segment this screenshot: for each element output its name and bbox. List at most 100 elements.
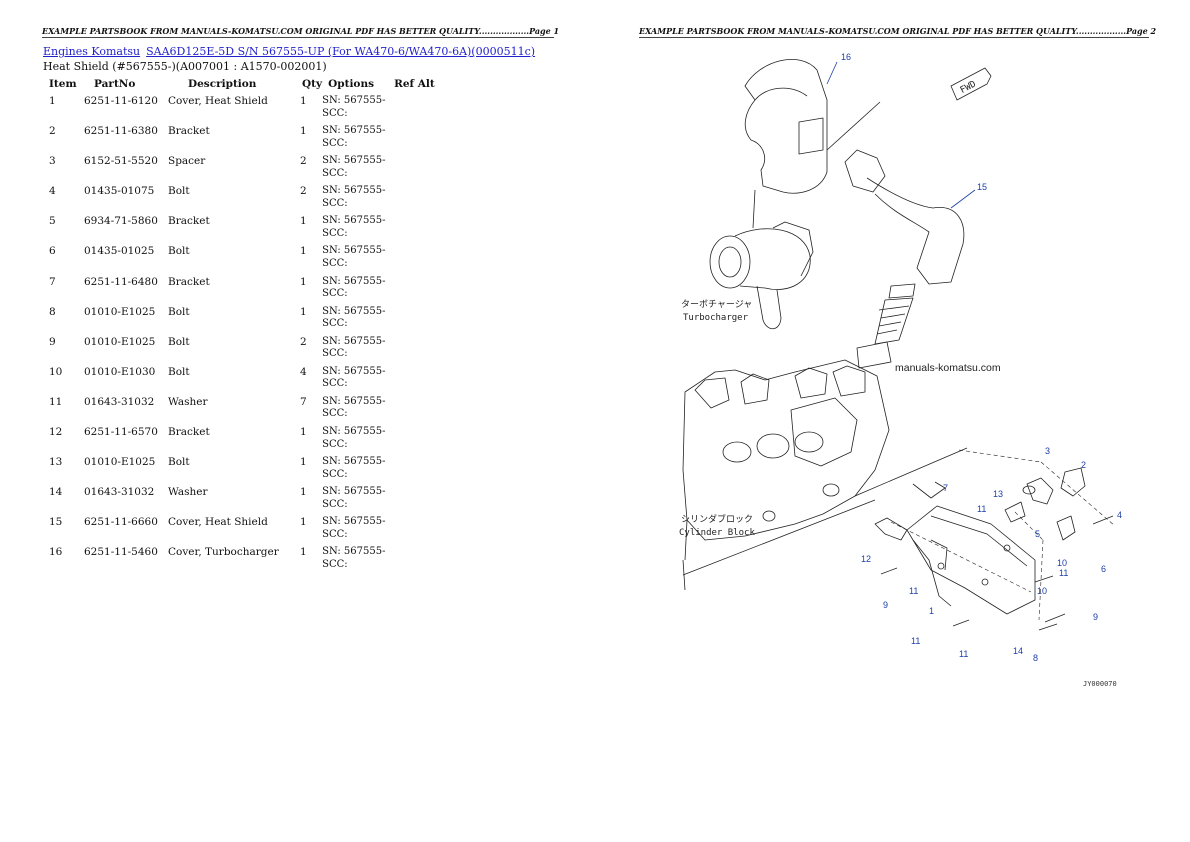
cell-qty: 1 <box>300 305 307 318</box>
parts-table-body: 1 6251-11-6120 Cover, Heat Shield 1 SN: … <box>43 95 444 577</box>
cell-qty: 2 <box>300 335 307 348</box>
cell-ref-alt <box>394 95 444 125</box>
cell-partno: 6251-11-5460 <box>84 546 158 559</box>
section-title: Heat Shield (#567555-)(A007001 : A1570-0… <box>43 60 327 73</box>
cell-partno: 6251-11-6380 <box>84 125 158 138</box>
cell-qty: 2 <box>300 155 307 168</box>
column-header-partno: PartNo <box>94 78 136 90</box>
cell-qty: 7 <box>300 395 307 408</box>
cell-partno: 01010-E1030 <box>84 365 156 378</box>
cell-item: 5 <box>49 215 56 228</box>
turbocharger-part <box>709 221 814 330</box>
options-scc: SCC: <box>322 498 348 510</box>
cell-ref-alt <box>394 426 444 456</box>
page-1: EXAMPLE PARTSBOOK FROM MANUALS-KOMATSU.C… <box>42 26 560 577</box>
breadcrumb-link-engines[interactable]: Engines Komatsu <box>43 45 141 58</box>
cell-partno: 6251-11-6120 <box>84 95 158 107</box>
column-header-options: Options <box>328 78 374 90</box>
cell-ref-alt <box>394 185 444 215</box>
cell-options: SN: 567555-SCC: <box>322 396 394 426</box>
column-header-description: Description <box>188 78 257 90</box>
callout-number: 13 <box>993 489 1003 499</box>
column-header-item: Item <box>49 78 77 90</box>
table-row: 6 01435-01025 Bolt 1 SN: 567555-SCC: <box>43 245 444 275</box>
cell-qty: 1 <box>300 426 307 439</box>
cell-partno: 01010-E1025 <box>84 456 156 469</box>
cell-options: SN: 567555-SCC: <box>322 426 394 456</box>
options-scc: SCC: <box>322 318 348 330</box>
page-header: EXAMPLE PARTSBOOK FROM MANUALS-KOMATSU.C… <box>42 26 560 38</box>
callout-number: 4 <box>1117 510 1122 520</box>
cell-item: 10 <box>49 365 63 378</box>
cell-description: Bracket <box>168 215 210 228</box>
cell-partno: 01010-E1025 <box>84 305 156 318</box>
options-sn: SN: 567555- <box>322 486 386 498</box>
cell-item: 3 <box>49 155 56 168</box>
callout-number: 16 <box>841 52 851 62</box>
options-scc: SCC: <box>322 197 348 209</box>
cell-ref-alt <box>394 366 444 396</box>
cell-partno: 6251-11-6570 <box>84 426 158 439</box>
callout-number: 15 <box>977 182 987 192</box>
cell-description: Bolt <box>168 305 190 318</box>
options-sn: SN: 567555- <box>322 275 386 287</box>
cylinder-block-label-jp: シリンダブロック <box>681 513 753 525</box>
cell-item: 6 <box>49 245 56 258</box>
cell-ref-alt <box>394 486 444 516</box>
cell-options: SN: 567555-SCC: <box>322 155 394 185</box>
options-sn: SN: 567555- <box>322 305 386 317</box>
cylinder-block-part <box>682 359 968 591</box>
cell-description: Cover, Heat Shield <box>168 516 268 529</box>
cell-partno: 01643-31032 <box>84 395 155 408</box>
callout-number: 11 <box>909 586 918 596</box>
callout-number: 10 <box>1057 558 1067 568</box>
cell-partno: 6152-51-5520 <box>84 155 158 168</box>
callout-number: 14 <box>1013 646 1023 656</box>
cell-partno: 6934-71-5860 <box>84 215 158 228</box>
cell-item: 15 <box>49 516 63 529</box>
cell-ref-alt <box>394 155 444 185</box>
callout-number: 10 <box>1037 586 1047 596</box>
options-sn: SN: 567555- <box>322 125 386 137</box>
breadcrumb: Engines Komatsu SAA6D125E-5D S/N 567555-U… <box>43 45 535 58</box>
cell-item: 8 <box>49 305 56 318</box>
breadcrumb-link-model[interactable]: SAA6D125E-5D S/N 567555-UP (For WA470-6/… <box>146 45 536 58</box>
options-scc: SCC: <box>322 167 348 179</box>
table-row: 5 6934-71-5860 Bracket 1 SN: 567555-SCC: <box>43 215 444 245</box>
cell-description: Bracket <box>168 125 210 138</box>
fwd-label: FWD <box>959 79 978 95</box>
options-scc: SCC: <box>322 468 348 480</box>
turbocharger-cover-part <box>744 59 828 194</box>
cell-ref-alt <box>394 456 444 486</box>
options-scc: SCC: <box>322 227 348 239</box>
options-sn: SN: 567555- <box>322 335 386 347</box>
table-row: 12 6251-11-6570 Bracket 1 SN: 567555-SCC… <box>43 426 444 456</box>
table-row: 16 6251-11-5460 Cover, Turbocharger 1 SN… <box>43 546 444 576</box>
callout-number: 9 <box>883 600 888 610</box>
cell-ref-alt <box>394 276 444 306</box>
callout-number: 9 <box>1093 612 1098 622</box>
cell-options: SN: 567555-SCC: <box>322 486 394 516</box>
cell-options: SN: 567555-SCC: <box>322 336 394 366</box>
options-sn: SN: 567555- <box>322 365 386 377</box>
cell-description: Spacer <box>168 155 206 168</box>
turbocharger-label-jp: ターボチャージャ <box>681 299 752 310</box>
options-sn: SN: 567555- <box>322 426 386 438</box>
cell-description: Washer <box>168 395 208 408</box>
cell-ref-alt <box>394 215 444 245</box>
options-sn: SN: 567555- <box>322 185 386 197</box>
callout-number: 8 <box>1033 653 1038 663</box>
cell-qty: 1 <box>300 125 307 138</box>
turbocharger-label: Turbocharger <box>683 313 749 323</box>
table-row: 13 01010-E1025 Bolt 1 SN: 567555-SCC: <box>43 456 444 486</box>
cell-description: Washer <box>168 486 208 499</box>
cell-description: Cover, Turbocharger <box>168 546 279 559</box>
cell-options: SN: 567555-SCC: <box>322 276 394 306</box>
cell-qty: 1 <box>300 245 307 258</box>
options-sn: SN: 567555- <box>322 245 386 257</box>
parts-diagram: FWD ターボチャージャ Turbocharger manuals-komats… <box>679 52 1122 688</box>
cell-qty: 4 <box>300 365 307 378</box>
table-row: 11 01643-31032 Washer 7 SN: 567555-SCC: <box>43 396 444 426</box>
heat-shield-bracket-part <box>874 467 1114 631</box>
